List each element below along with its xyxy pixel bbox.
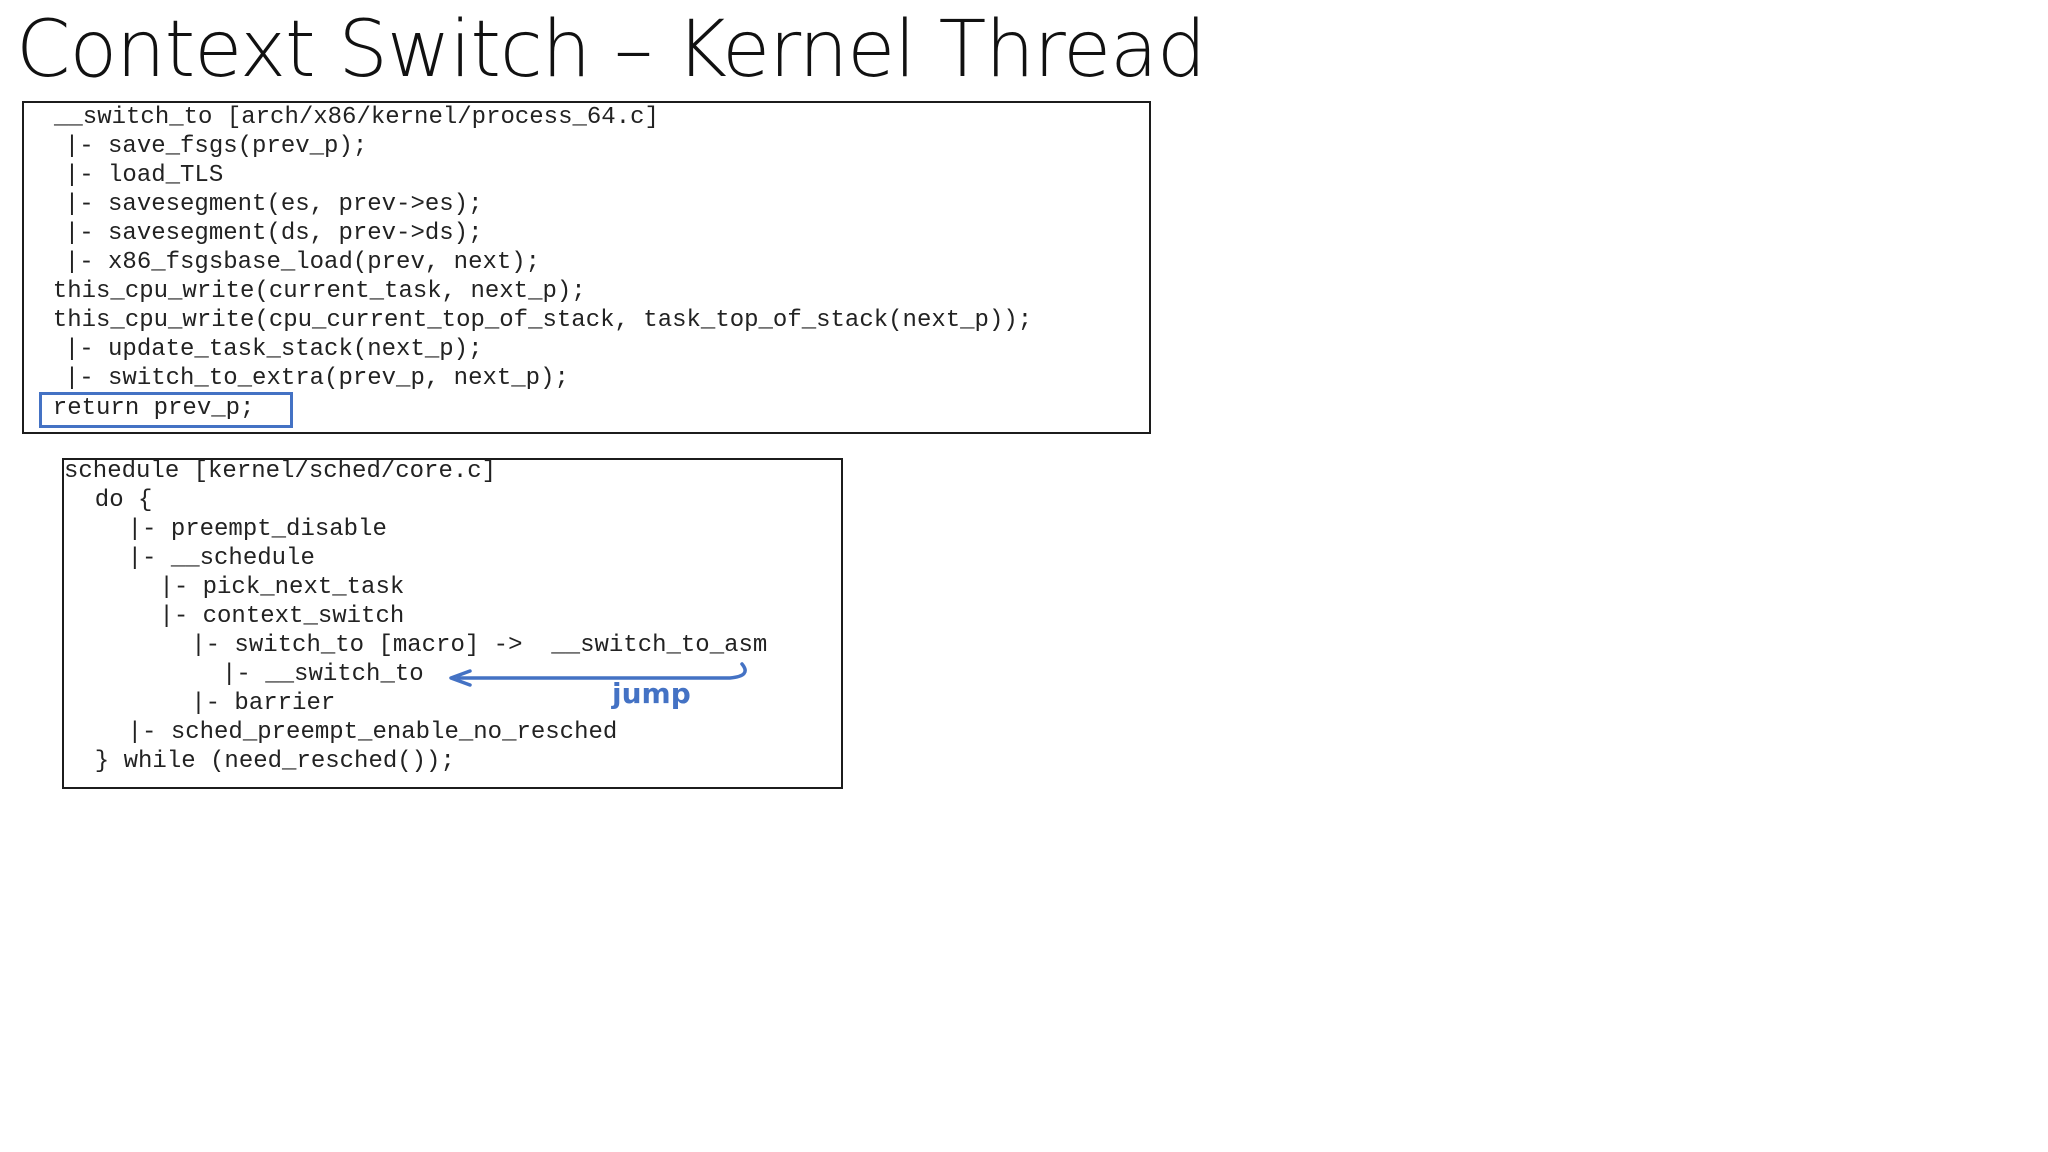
return-statement: return prev_p;	[24, 395, 255, 422]
code-line: this_cpu_write(cpu_current_top_of_stack,…	[24, 307, 1033, 334]
return-highlight-box	[39, 392, 293, 428]
code-line: |- savesegment(es, prev->es);	[36, 191, 483, 218]
code-line: |- savesegment(ds, prev->ds);	[36, 220, 483, 247]
code-line: do {	[66, 487, 153, 514]
code-line: |- barrier	[76, 690, 336, 717]
code-line: |- update_task_stack(next_p);	[36, 336, 483, 363]
code-line: this_cpu_write(current_task, next_p);	[24, 278, 586, 305]
code-line: |- context_switch	[73, 603, 405, 630]
slide-title: Context Switch – Kernel Thread	[16, 5, 1206, 95]
code-line: __switch_to [arch/x86/kernel/process_64.…	[54, 104, 659, 131]
code-line: |- sched_preempt_enable_no_resched	[70, 719, 618, 746]
code-line: } while (need_resched());	[66, 748, 455, 775]
schedule-code-box: schedule [kernel/sched/core.c] do { |- p…	[62, 458, 843, 789]
code-line: |- __switch_to	[78, 661, 424, 688]
code-line: |- __schedule	[70, 545, 315, 572]
code-line: |- switch_to_extra(prev_p, next_p);	[36, 365, 569, 392]
code-line: schedule [kernel/sched/core.c]	[64, 458, 497, 485]
code-line: |- load_TLS	[36, 162, 224, 189]
code-line: |- x86_fsgsbase_load(prev, next);	[36, 249, 541, 276]
code-line: |- save_fsgs(prev_p);	[36, 133, 368, 160]
code-line: |- pick_next_task	[73, 574, 405, 601]
jump-label: jump	[612, 677, 691, 710]
code-line: |- preempt_disable	[70, 516, 387, 543]
code-line: |- switch_to [macro] -> __switch_to_asm	[76, 632, 768, 659]
switch-to-code-box: __switch_to [arch/x86/kernel/process_64.…	[22, 101, 1151, 434]
